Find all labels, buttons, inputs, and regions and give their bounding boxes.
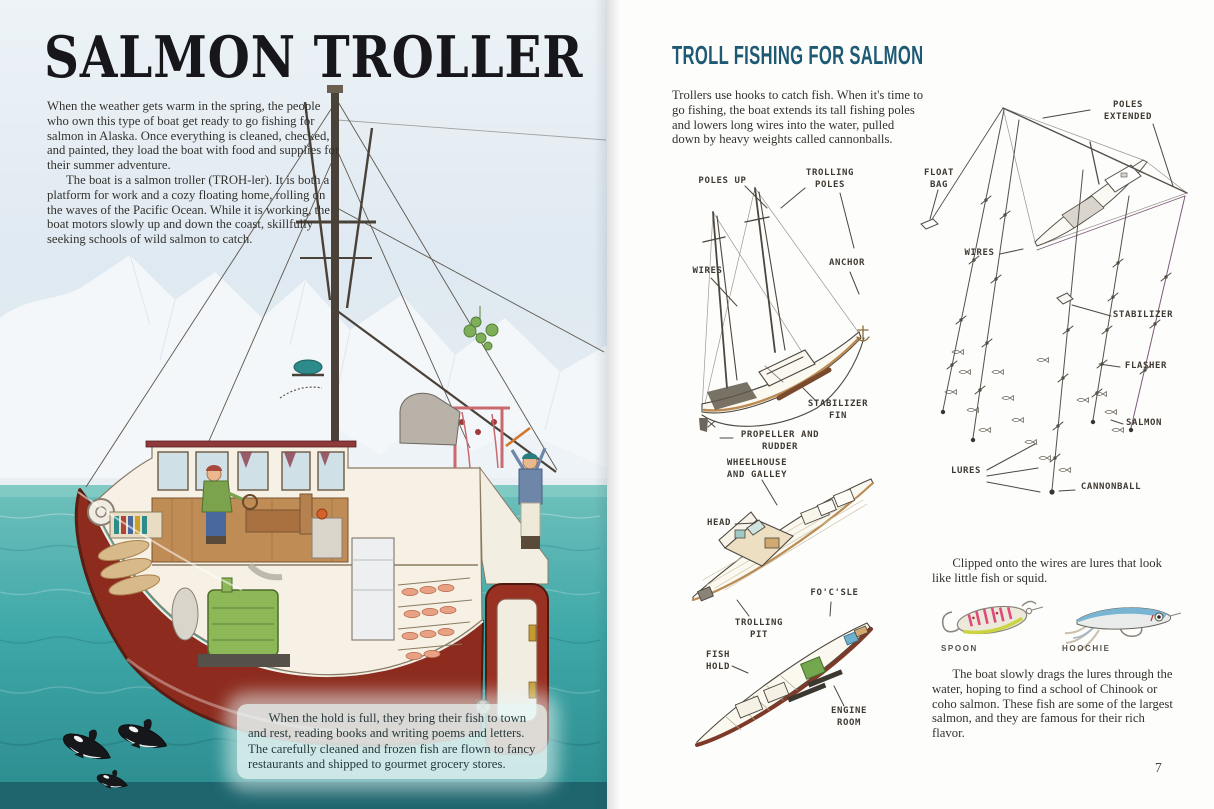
fish-hold	[351, 537, 473, 660]
bow-stores	[97, 540, 161, 596]
wheelhouse	[145, 440, 357, 563]
hanging-greens	[463, 306, 499, 351]
hoochie-lure-illustration	[1064, 607, 1182, 652]
diagram-poles-up	[699, 187, 870, 432]
label-salmon: SALMON	[1125, 418, 1163, 428]
diagram-sketches	[691, 107, 1188, 747]
label-spoon: SPOON	[941, 644, 978, 653]
mast	[279, 85, 557, 473]
left-page: SALMON TROLLER When the weather gets war…	[0, 0, 607, 809]
label-trolling-pit: TROLLING PIT	[734, 618, 784, 640]
label-trolling-poles: TROLLING POLES	[805, 168, 855, 190]
label-cannonball: CANNONBALL	[1080, 482, 1142, 492]
diagram-poles-extended	[920, 107, 1188, 495]
label-fish-hold: FISH HOLD	[705, 650, 731, 672]
section-heading: TROLL FISHING FOR SALMON	[672, 40, 924, 70]
page-title: SALMON TROLLER	[44, 24, 584, 91]
label-propeller-rudder: PROPELLER AND RUDDER	[740, 430, 820, 452]
label-poles-extended: POLES EXTENDED	[1103, 100, 1153, 122]
label-lures: LURES	[950, 466, 982, 476]
spoon-lure-illustration	[941, 600, 1044, 635]
float-bag-icon	[920, 218, 939, 230]
diagram-interior-cutaway	[691, 478, 875, 602]
anchor-icon	[856, 325, 870, 342]
intro-paragraph-1: When the weather gets warm in the spring…	[47, 99, 340, 173]
label-wires-up: WIRES	[692, 266, 723, 276]
skipper	[201, 465, 258, 544]
label-float-bag: FLOAT BAG	[923, 168, 955, 190]
label-stabilizer: STABILIZER	[1112, 310, 1174, 320]
label-focsle: FO'C'SLE	[810, 588, 859, 598]
right-page: TROLL FISHING FOR SALMON Trollers use ho…	[607, 0, 1214, 809]
label-hoochie: HOOCHIE	[1062, 644, 1111, 653]
closing-paragraph: The boat slowly drags the lures through …	[932, 667, 1173, 741]
deckhand	[505, 426, 547, 549]
label-head: HEAD	[706, 518, 732, 528]
rigging	[85, 99, 607, 488]
leader-lines	[710, 109, 1174, 707]
engine-block	[800, 656, 826, 680]
cannonball-icon	[1049, 489, 1055, 495]
engine-room	[171, 562, 290, 667]
water-deep-band	[0, 782, 607, 809]
label-wheelhouse-galley: WHEELHOUSE AND GALLEY	[726, 458, 788, 480]
label-wires-ext: WIRES	[964, 248, 995, 258]
stabilizer-weight-icon	[1056, 292, 1074, 305]
label-engine-room: ENGINE ROOM	[830, 706, 868, 728]
intro-paragraph-2: The boat is a salmon troller (TROH-ler).…	[47, 172, 331, 247]
diagram-hull-cutaway	[695, 622, 873, 747]
radar-dome	[293, 359, 323, 375]
troller-boat	[74, 306, 549, 755]
label-flasher: FLASHER	[1124, 361, 1168, 371]
caption-box: When the hold is full, they bring their …	[237, 704, 547, 780]
aft-deck	[399, 306, 549, 585]
label-anchor: ANCHOR	[828, 258, 866, 268]
section-intro: Trollers use hooks to catch fish. When i…	[672, 88, 924, 147]
label-stabilizer-fin: STABILIZER FIN	[807, 399, 869, 421]
intro-text: When the weather gets warm in the spring…	[47, 99, 341, 247]
page-number: 7	[1155, 760, 1162, 775]
label-poles-up: POLES UP	[698, 176, 747, 186]
lures-paragraph: Clipped onto the wires are lures that lo…	[932, 556, 1162, 585]
